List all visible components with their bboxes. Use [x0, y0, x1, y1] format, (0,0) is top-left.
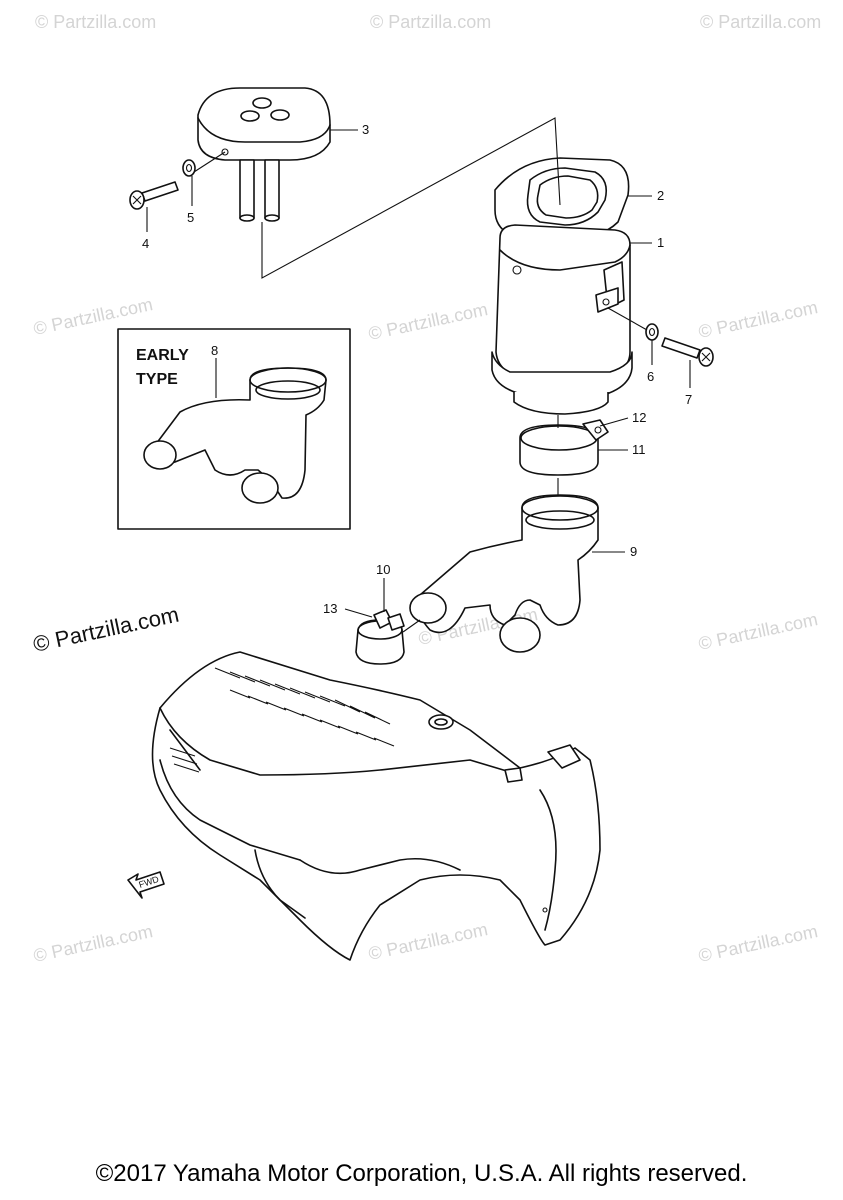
callout-8: 8 [211, 343, 218, 358]
watermark: © Partzilla.com [35, 12, 156, 32]
watermark: © Partzilla.com [32, 921, 155, 966]
assembly-lines [193, 117, 648, 633]
watermark: © Partzilla.com [367, 299, 490, 344]
watermark: © Partzilla.com [697, 921, 820, 966]
watermark-primary: © Partzilla.com [31, 602, 181, 657]
callout-2: 2 [657, 188, 664, 203]
callout-13: 13 [323, 601, 337, 616]
part-11-band [519, 424, 599, 476]
part-1-filter-case [491, 224, 633, 415]
callout-leaders [146, 129, 691, 618]
part-8-early-joint [143, 367, 327, 504]
airbox-housing: FWD [127, 651, 601, 961]
callout-9: 9 [630, 544, 637, 559]
callout-6: 6 [647, 369, 654, 384]
copyright-footer: ©2017 Yamaha Motor Corporation, U.S.A. A… [95, 1160, 748, 1187]
part-3-vent-cap [197, 87, 331, 222]
watermark: © Partzilla.com [697, 609, 820, 654]
part-4-screw [129, 181, 179, 210]
callout-11: 11 [632, 442, 646, 457]
callout-10: 10 [376, 562, 390, 577]
part-10-13-hose-clamp [355, 609, 405, 665]
part-9-y-joint [409, 494, 599, 653]
watermark: © Partzilla.com [700, 12, 821, 32]
watermark: © Partzilla.com [697, 297, 820, 342]
callout-numbers: 1 2 3 4 5 6 7 8 9 10 11 12 13 [142, 122, 692, 616]
callout-7: 7 [685, 392, 692, 407]
part-5-washer [182, 159, 196, 177]
airbox-ribs [169, 667, 395, 773]
watermark: © Partzilla.com [370, 12, 491, 32]
callout-4: 4 [142, 236, 149, 251]
inset-label-line2: TYPE [136, 371, 178, 388]
part-7-screw [661, 337, 714, 367]
watermark: © Partzilla.com [367, 919, 490, 964]
early-type-inset: EARLY TYPE [117, 328, 351, 530]
fwd-arrow-icon [127, 871, 165, 899]
callout-12: 12 [632, 410, 646, 425]
watermark: © Partzilla.com [32, 294, 155, 339]
inset-label-line1: EARLY [136, 347, 189, 364]
callout-5: 5 [187, 210, 194, 225]
callout-3: 3 [362, 122, 369, 137]
part-6-washer [645, 323, 659, 341]
callout-1: 1 [657, 235, 664, 250]
